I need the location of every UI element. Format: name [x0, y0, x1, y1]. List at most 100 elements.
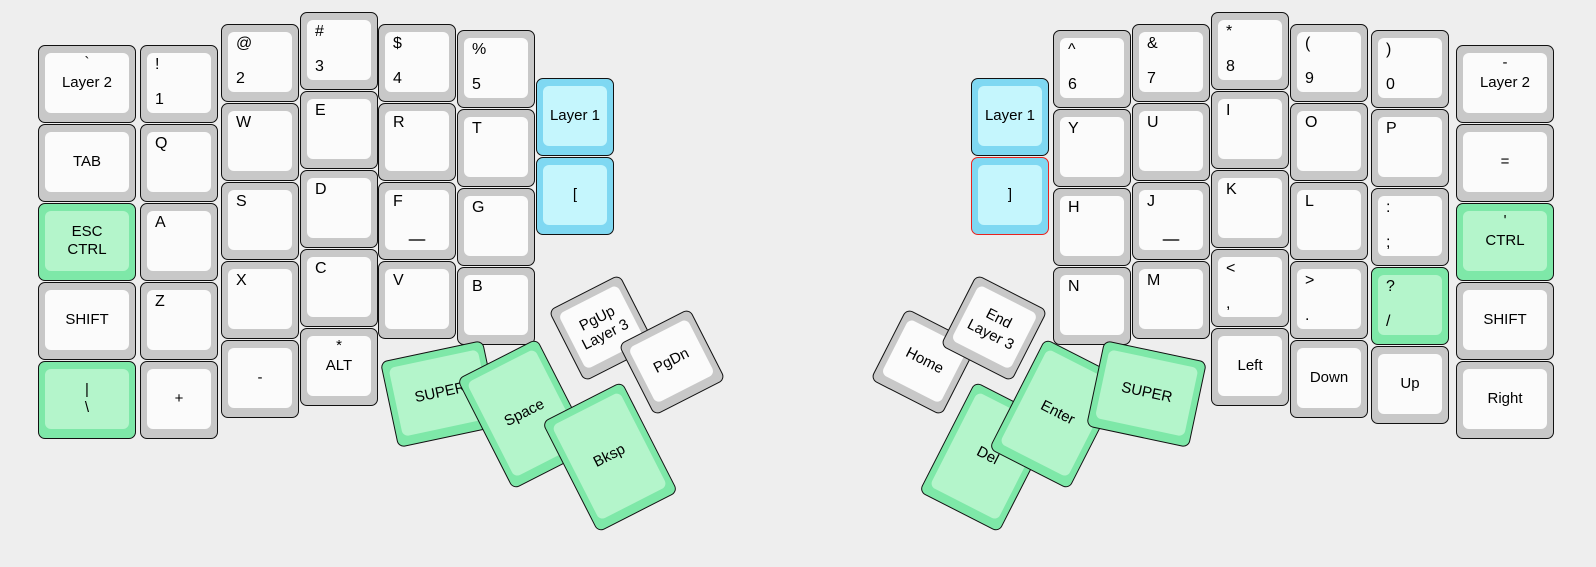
keycap-face: ]	[978, 165, 1042, 225]
key-l-c2-r3[interactable]: A	[140, 203, 218, 281]
key-letter-legend: Y	[1068, 120, 1079, 137]
key-l-c1-r4[interactable]: SHIFT	[38, 282, 136, 360]
key-base-legend: 3	[315, 58, 324, 75]
key-r-c2-r2[interactable]: Y	[1053, 109, 1131, 187]
key-r-c7-r1[interactable]: -Layer 2	[1456, 45, 1554, 123]
key-r-c5-r4[interactable]: >.	[1290, 261, 1368, 339]
key-r-c7-r2[interactable]: =	[1456, 124, 1554, 202]
key-r-c5-r5[interactable]: Down	[1290, 340, 1368, 418]
keycap-face: #3	[307, 20, 371, 80]
key-letter-legend: I	[1226, 102, 1231, 119]
key-l-c5-r1[interactable]: $4	[378, 24, 456, 102]
keycap-face: J	[1139, 190, 1203, 250]
key-r-c3-r1[interactable]: &7	[1132, 24, 1210, 102]
homing-bump-indicator	[1162, 239, 1180, 241]
key-l-c2-r1[interactable]: !1	[140, 45, 218, 123]
key-l-c3-r3[interactable]: S	[221, 182, 299, 260]
key-l-c2-r2[interactable]: Q	[140, 124, 218, 202]
key-l-c6-r1[interactable]: %5	[457, 30, 535, 108]
key-r-c7-r4[interactable]: SHIFT	[1456, 282, 1554, 360]
key-r-c3-r3[interactable]: J	[1132, 182, 1210, 260]
key-letter-legend: L	[1305, 193, 1314, 210]
key-r-c3-r2[interactable]: U	[1132, 103, 1210, 181]
key-letter-legend: H	[1068, 199, 1080, 216]
key-r-c6-r4[interactable]: ?/	[1371, 267, 1449, 345]
key-r-c5-r3[interactable]: L	[1290, 182, 1368, 260]
key-l-c5-r3[interactable]: F	[378, 182, 456, 260]
key-r-c4-r5[interactable]: Left	[1211, 328, 1289, 406]
key-base-legend: 0	[1386, 76, 1395, 93]
key-l-c4-r4[interactable]: C	[300, 249, 378, 327]
key-r-c6-r3[interactable]: :;	[1371, 188, 1449, 266]
key-top-legend: -	[1502, 54, 1508, 71]
keycap-face: ?/	[1378, 275, 1442, 335]
key-l-c3-r5[interactable]: -	[221, 340, 299, 418]
key-center-legend: Down	[1309, 369, 1349, 386]
key-l-c6-r3[interactable]: G	[457, 188, 535, 266]
keycap-face: SHIFT	[1463, 290, 1547, 350]
key-l-c1-r2[interactable]: TAB	[38, 124, 136, 202]
key-r-th-super[interactable]: SUPER	[1085, 340, 1208, 448]
homing-bump-indicator	[408, 239, 426, 241]
key-r-c6-r2[interactable]: P	[1371, 109, 1449, 187]
keycap-face: Bksp	[551, 391, 668, 521]
key-r-c6-r1[interactable]: )0	[1371, 30, 1449, 108]
keycap-face: SUPER	[1094, 349, 1199, 437]
key-l-c6-r2[interactable]: T	[457, 109, 535, 187]
key-r-c2-r3[interactable]: H	[1053, 188, 1131, 266]
key-l-c1-r1[interactable]: `Layer 2	[38, 45, 136, 123]
key-l-c2-r4[interactable]: Z	[140, 282, 218, 360]
key-l-c4-r1[interactable]: #3	[300, 12, 378, 90]
key-r-c6-r5[interactable]: Up	[1371, 346, 1449, 424]
key-letter-legend: T	[472, 120, 482, 137]
key-base-legend: 9	[1305, 70, 1314, 87]
key-shift-legend: (	[1305, 35, 1311, 52]
key-r-c5-r2[interactable]: O	[1290, 103, 1368, 181]
key-center-legend: SUPER	[1119, 378, 1174, 407]
key-r-c4-r1[interactable]: *8	[1211, 12, 1289, 90]
keycap-face: W	[228, 111, 292, 171]
key-r-c2-r4[interactable]: N	[1053, 267, 1131, 345]
key-l-c7-r1[interactable]: Layer 1	[536, 78, 614, 156]
key-l-c4-r5[interactable]: *ALT	[300, 328, 378, 406]
keycap-face: G	[464, 196, 528, 256]
keycap-face: ^6	[1060, 38, 1124, 98]
key-center-legend: ALT	[325, 357, 353, 374]
key-letter-legend: S	[236, 193, 247, 210]
key-base-legend: 4	[393, 70, 402, 87]
key-l-c1-r5[interactable]: |\	[38, 361, 136, 439]
key-shift-legend: $	[393, 35, 402, 52]
key-l-c4-r3[interactable]: D	[300, 170, 378, 248]
key-r-c3-r4[interactable]: M	[1132, 261, 1210, 339]
keycap-face: |\	[45, 369, 129, 429]
key-center-legend: Up	[1400, 375, 1420, 392]
key-l-c5-r4[interactable]: V	[378, 261, 456, 339]
key-l-c4-r2[interactable]: E	[300, 91, 378, 169]
key-r-c7-r3[interactable]: 'CTRL	[1456, 203, 1554, 281]
key-center-legend: -	[257, 369, 263, 386]
key-r-c7-r5[interactable]: Right	[1456, 361, 1554, 439]
key-letter-legend: A	[155, 214, 166, 231]
key-center-legend: Home	[902, 344, 947, 378]
key-center-legend: Left	[1237, 357, 1263, 374]
key-l-c3-r4[interactable]: X	[221, 261, 299, 339]
key-l-c7-r2[interactable]: [	[536, 157, 614, 235]
key-r-c5-r1[interactable]: (9	[1290, 24, 1368, 102]
key-r-c4-r4[interactable]: <,	[1211, 249, 1289, 327]
keycap-face: H	[1060, 196, 1124, 256]
key-r-c1-r1[interactable]: Layer 1	[971, 78, 1049, 156]
key-l-c5-r2[interactable]: R	[378, 103, 456, 181]
key-shift-legend: >	[1305, 272, 1315, 289]
keycap-face: R	[385, 111, 449, 171]
key-l-c3-r2[interactable]: W	[221, 103, 299, 181]
key-l-c2-r5[interactable]: +	[140, 361, 218, 439]
key-r-c1-r2[interactable]: ]	[971, 157, 1049, 235]
key-r-c4-r3[interactable]: K	[1211, 170, 1289, 248]
keycap-face: Layer 1	[978, 86, 1042, 146]
key-r-c4-r2[interactable]: I	[1211, 91, 1289, 169]
key-base-legend: 7	[1147, 70, 1156, 87]
key-l-c3-r1[interactable]: @2	[221, 24, 299, 102]
key-r-c2-r1[interactable]: ^6	[1053, 30, 1131, 108]
key-l-c6-r4[interactable]: B	[457, 267, 535, 345]
